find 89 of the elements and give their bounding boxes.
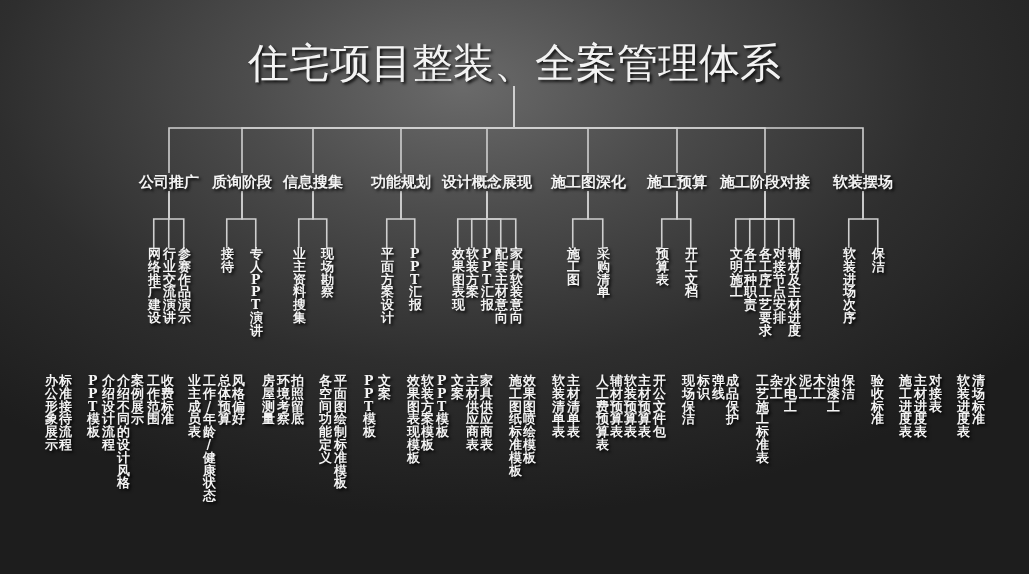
category-title: 施工图深化 <box>550 173 626 191</box>
branch-text: 文明施工 <box>729 248 742 300</box>
branch-text: 开工文档 <box>684 248 697 300</box>
column-text: 文案 <box>450 375 463 401</box>
column-text: 软装进度表 <box>956 375 969 439</box>
category-title: 公司推广 <box>139 173 199 191</box>
branch-text: 业主资料搜集 <box>292 248 305 325</box>
column-text: 油漆工 <box>826 375 839 414</box>
column-text: 介绍不同的设计风格 <box>116 375 129 491</box>
column-text: 标识 <box>696 375 709 401</box>
column-text: 工作范围 <box>146 375 159 427</box>
branch-text: 专人PPT演讲 <box>249 248 262 338</box>
column-text: 办公形象展示 <box>44 375 57 452</box>
column-text: 效果图表现模板 <box>406 375 419 465</box>
branch-text: 施工图 <box>566 248 579 287</box>
column-text: 木工 <box>812 375 825 401</box>
column-text: 辅材预算表 <box>609 375 622 439</box>
column-text: 软装预算表 <box>623 375 636 439</box>
column-text: 介绍设计流程 <box>101 375 114 452</box>
branch-text: 家具软装意向 <box>509 248 522 325</box>
branch-text: 对接节点安排 <box>772 248 785 325</box>
column-text: 家具供应商表 <box>479 375 492 452</box>
branch-text: 配套主材意向 <box>494 248 507 325</box>
column-text: 保洁 <box>841 375 854 401</box>
column-text: 收费标准 <box>160 375 173 427</box>
column-text: 开公文件包 <box>652 375 665 439</box>
column-text: 环境考察 <box>276 375 289 427</box>
branch-text: 保洁 <box>871 248 884 274</box>
branch-text: 平面方案设计 <box>380 248 393 325</box>
column-text: 案例展示 <box>130 375 143 427</box>
category-title: 功能规划 <box>371 173 431 191</box>
branch-text: 辅材及主材进度 <box>787 248 800 338</box>
column-text: PPT模板 <box>435 375 448 439</box>
diagram-title: 住宅项目整装、全案管理体系 <box>247 40 781 86</box>
branch-text: 网络推广建设 <box>147 248 160 325</box>
category-title: 信息搜集 <box>283 173 343 191</box>
column-text: 主材清单表 <box>566 375 579 439</box>
column-text: 主材供应商表 <box>465 375 478 452</box>
category-title: 施工阶段对接 <box>720 173 810 191</box>
column-text: 主材预算表 <box>637 375 650 439</box>
branch-text: 接待 <box>220 248 233 274</box>
column-text: PPT模板 <box>86 375 99 439</box>
column-text: 效果图喷绘模板 <box>522 375 535 465</box>
column-text: 平面图绘制标准模板 <box>333 375 346 491</box>
column-text: 总体预算 <box>217 375 230 427</box>
branch-text: 预算表 <box>655 248 668 287</box>
connector-line <box>676 190 692 249</box>
column-text: 泥工 <box>798 375 811 401</box>
branch-text: 软装方案 <box>465 248 478 300</box>
column-text: 软装清单表 <box>551 375 564 439</box>
column-text: 拍照留底 <box>290 375 303 427</box>
column-text: 风格偏好 <box>231 375 244 427</box>
column-text: PPT模板 <box>362 375 375 439</box>
column-text: 各空间功能定义 <box>318 375 331 465</box>
branch-text: 各工种职责 <box>743 248 756 312</box>
column-text: 验收标准 <box>870 375 883 427</box>
column-text: 施工图纸标准模板 <box>508 375 521 478</box>
column-text: 现场保洁 <box>681 375 694 427</box>
category-title: 质询阶段 <box>212 173 272 191</box>
column-text: 房屋测量 <box>261 375 274 427</box>
column-text: 对接表 <box>928 375 941 414</box>
branch-text: 软装进场次序 <box>842 248 855 325</box>
branch-text: 效果图表现 <box>451 248 464 312</box>
column-text: 成品保护 <box>725 375 738 427</box>
connector-line <box>587 190 604 249</box>
column-text: 人工费预算表 <box>595 375 608 452</box>
branch-text: 各工序工艺要求 <box>758 248 771 338</box>
column-text: 业主成员表 <box>187 375 200 439</box>
column-text: 杂工 <box>769 375 782 401</box>
column-text: 水电工 <box>783 375 796 414</box>
branch-text: 现场勘察 <box>320 248 333 300</box>
branch-text: 采购清单 <box>596 248 609 300</box>
branch-text: 参赛作品演示 <box>177 248 190 325</box>
column-text: 文案 <box>377 375 390 401</box>
column-text: 弹线 <box>711 375 724 401</box>
connector-line <box>513 85 864 174</box>
branch-text: PPT汇报 <box>408 248 421 312</box>
category-title: 设计概念展现 <box>442 173 532 191</box>
category-title: 软装摆场 <box>833 173 893 191</box>
column-text: 软装方案模板 <box>420 375 433 452</box>
category-title: 施工预算 <box>647 173 707 191</box>
branch-text: PPT汇报 <box>480 248 493 312</box>
column-text: 工艺施工标准表 <box>755 375 768 465</box>
column-text: 主材进度表 <box>913 375 926 439</box>
column-text: 工作/年龄/健康状态 <box>202 375 215 503</box>
column-text: 标准接待流程 <box>58 375 71 452</box>
column-text: 施工进度表 <box>898 375 911 439</box>
branch-text: 行业交流演讲 <box>162 248 175 325</box>
column-text: 清场标准 <box>971 375 984 427</box>
